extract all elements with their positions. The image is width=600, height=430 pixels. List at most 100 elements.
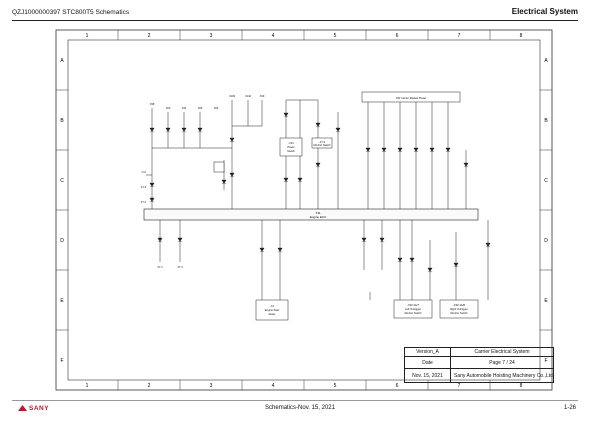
column-label-6: 6: [396, 33, 399, 39]
component-symbol: [297, 177, 303, 182]
component-symbol: [259, 247, 265, 252]
row-label-D: D: [60, 238, 64, 244]
column-label-4: 4: [272, 33, 275, 39]
component-symbol: [221, 179, 227, 184]
svg-text:Monitor Switch: Monitor Switch: [404, 311, 422, 315]
sany-logo-icon: [18, 405, 27, 411]
svg-text:X34: X34: [182, 106, 187, 110]
row-label-E: E: [60, 298, 64, 304]
component-symbol: [229, 172, 235, 177]
row-label-F: F: [60, 358, 63, 364]
row-label-A: A: [544, 58, 548, 64]
date-label: Date: [405, 357, 451, 369]
column-label-3: 3: [210, 33, 213, 39]
module-left-outrigger: -X3Z 4A/T: [407, 303, 419, 307]
component-symbol: [463, 162, 469, 167]
company-name: Sany Automobile Hoisting Machinery Co.,L…: [454, 372, 553, 379]
column-label-8: 8: [520, 383, 523, 389]
column-label-2: 2: [148, 383, 151, 389]
component-symbol: [381, 147, 387, 152]
svg-text:X140: X140: [245, 94, 252, 98]
component-symbol: [397, 257, 403, 262]
engine-ecu-bus: X11 Engine ECU: [143, 208, 479, 221]
footer-rule: [12, 400, 578, 401]
component-symbol: [181, 127, 187, 132]
module-right-outrigger: -X3Z 4A/B: [453, 303, 465, 307]
svg-text:Power: Power: [287, 145, 294, 149]
small-box-label: -X7.3: [319, 140, 326, 144]
component-symbol: [177, 237, 183, 242]
svg-text:-Y11: -Y11: [141, 170, 147, 174]
svg-text:X7.1: X7.1: [157, 265, 163, 269]
footer-page-number: 1-26: [563, 405, 576, 411]
row-label-C: C: [60, 178, 64, 184]
component-symbol: [379, 237, 385, 242]
column-label-8: 8: [520, 33, 523, 39]
row-label-C: C: [544, 178, 548, 184]
component-symbol: [149, 127, 155, 132]
column-label-4: 4: [272, 383, 275, 389]
component-symbol: [397, 147, 403, 152]
row-label-E: E: [544, 298, 548, 304]
power-switch-label: -X14: [288, 141, 294, 145]
row-label-B: B: [60, 118, 64, 124]
sany-logo: SANY: [18, 405, 49, 412]
svg-text:Left Outrigger: Left Outrigger: [405, 307, 421, 311]
lower-wiring: [159, 220, 489, 321]
component-symbol: [361, 237, 367, 242]
component-symbol: [413, 147, 419, 152]
svg-text:X23: X23: [166, 106, 171, 110]
component-symbol: [429, 147, 435, 152]
column-label-7: 7: [458, 383, 461, 389]
svg-text:X26: X26: [214, 106, 219, 110]
bus-label: X11: [315, 211, 320, 215]
component-symbol: [427, 267, 433, 272]
component-symbol: [229, 137, 235, 142]
row-label-B: B: [544, 118, 548, 124]
component-symbols: [149, 112, 491, 272]
row-label-F: F: [544, 358, 547, 364]
component-symbol: [445, 147, 451, 152]
svg-text:X7.3: X7.3: [141, 200, 147, 204]
column-label-5: 5: [334, 33, 337, 39]
svg-text:X39: X39: [260, 94, 265, 98]
right-group-label: X62 Carrier Module Power: [396, 96, 427, 100]
component-symbol: [149, 197, 155, 202]
component-symbol: [365, 147, 371, 152]
component-symbol: [335, 127, 341, 132]
svg-text:X25: X25: [198, 106, 203, 110]
column-label-6: 6: [396, 383, 399, 389]
footer-date: Schematics-Nov. 15, 2021: [265, 405, 335, 411]
svg-text:Monitor Switch: Monitor Switch: [450, 311, 468, 315]
column-label-7: 7: [458, 33, 461, 39]
component-symbol: [283, 177, 289, 182]
component-symbol: [149, 182, 155, 187]
svg-text:Switch: Switch: [287, 149, 295, 153]
column-label-5: 5: [334, 383, 337, 389]
component-symbol: [315, 122, 321, 127]
row-label-D: D: [544, 238, 548, 244]
column-label-1: 1: [86, 383, 89, 389]
title-block: Version_A Carrier Electrical System Date…: [404, 347, 554, 383]
document-id: QZJ1000000397 STC800T5 Schematics: [12, 9, 130, 16]
component-symbol: [315, 162, 321, 167]
svg-text:Relay: Relay: [269, 312, 276, 316]
version-label: Version_A: [405, 348, 451, 357]
svg-text:X139: X139: [229, 94, 236, 98]
drawing-date: Nov. 15, 2021: [405, 369, 451, 382]
component-symbol: [277, 247, 283, 252]
svg-text:X1.3: X1.3: [141, 185, 147, 189]
upper-wiring: [146, 91, 467, 209]
drawing-title: Carrier Electrical System: [451, 348, 553, 357]
page-number-label: Page 7 / 24: [451, 357, 553, 369]
component-symbol: [283, 112, 289, 117]
component-symbol: [409, 257, 415, 262]
svg-text:Engine ECU: Engine ECU: [310, 215, 327, 219]
section-title: Electrical System: [511, 7, 578, 16]
column-label-3: 3: [210, 383, 213, 389]
header-rule: [12, 20, 578, 21]
component-symbol: [197, 127, 203, 132]
svg-text:Right Outrigger: Right Outrigger: [450, 307, 468, 311]
